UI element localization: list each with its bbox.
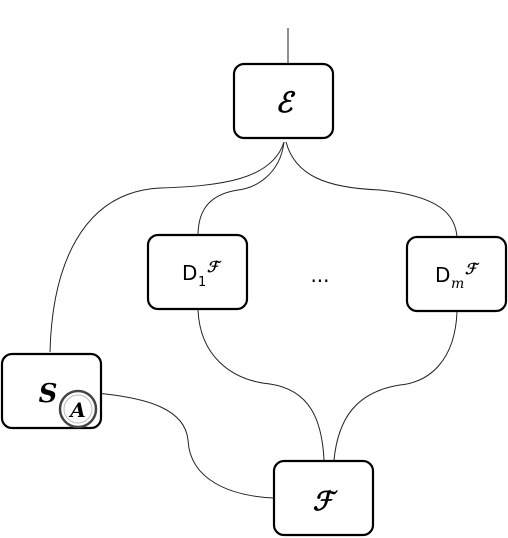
node-d1-label: D: [182, 261, 197, 285]
node-dm-subscript: m: [451, 276, 464, 292]
node-e[interactable]: ℰ: [232, 62, 335, 140]
wire-e-to-dm: [285, 141, 458, 239]
wire-d1-to-f: [197, 309, 325, 461]
node-f[interactable]: ℱ: [272, 459, 375, 537]
node-dm[interactable]: D m ℱ: [405, 235, 508, 313]
node-e-label: ℰ: [276, 86, 296, 119]
node-d1-subscript: 1: [198, 275, 206, 290]
node-d1-superscript: ℱ: [207, 258, 222, 276]
a-marker-label: A: [68, 398, 86, 422]
wire-e-to-d1: [197, 141, 285, 237]
ellipsis-label: ...: [310, 263, 329, 287]
node-d1[interactable]: D 1 ℱ: [146, 233, 249, 311]
wire-s-to-f: [95, 392, 275, 499]
a-marker-circle: A: [58, 389, 98, 429]
wire-e-to-s: [49, 141, 285, 353]
node-dm-superscript: ℱ: [465, 260, 480, 278]
node-dm-label: D: [435, 263, 450, 287]
node-s[interactable]: S A: [0, 352, 103, 430]
wire-dm-to-f: [333, 311, 458, 461]
node-s-label: S: [39, 379, 58, 409]
